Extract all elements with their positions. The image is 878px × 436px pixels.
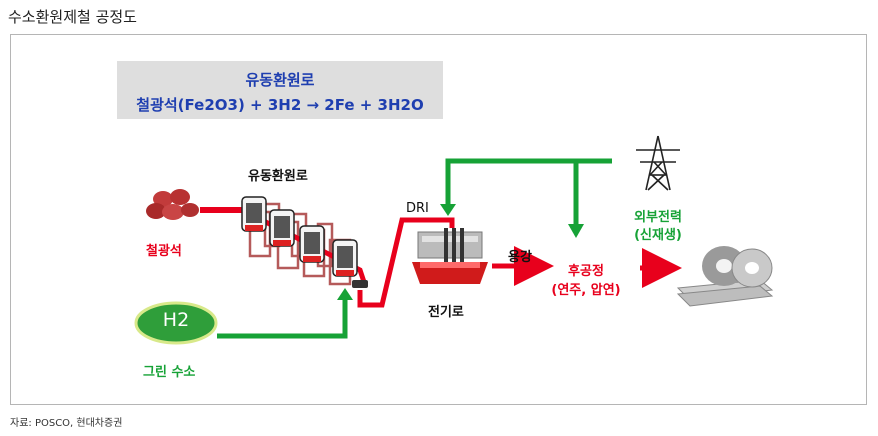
power-tower-icon — [636, 135, 680, 191]
reactor-vessel-3 — [299, 225, 325, 263]
equation-box: 유동환원로 철광석(Fe2O3) + 3H2 → 2Fe + 3H2O — [117, 61, 443, 119]
dri-line — [357, 217, 455, 308]
page-title: 수소환원제철 공정도 — [8, 8, 137, 26]
reduction-equation: 철광석(Fe2O3) + 3H2 → 2Fe + 3H2O — [136, 96, 424, 114]
diagram-frame — [10, 34, 867, 405]
reactor-vessel-1 — [241, 196, 267, 232]
source-note: 자료: POSCO, 현대차증권 — [10, 418, 123, 429]
green-hydrogen-label: 그린 수소 — [143, 365, 196, 380]
external-power-sub-label: (신재생) — [634, 228, 682, 243]
equation-box-title: 유동환원로 — [245, 71, 315, 89]
reactor-label: 유동환원로 — [248, 169, 308, 184]
external-power-label: 외부전력 — [634, 210, 682, 225]
h2-label: H2 — [162, 309, 190, 331]
reactor-vessel-4 — [332, 239, 358, 277]
hydrogen-arrow-head — [337, 288, 353, 300]
reactor-outlet — [352, 280, 368, 288]
hydrogen-line — [217, 296, 348, 339]
iron-ore-label: 철광석 — [146, 244, 182, 259]
power-line-furnace — [445, 158, 612, 206]
dri-label: DRI — [406, 201, 429, 216]
iron-ore-icon — [146, 189, 199, 220]
reactor-vessel-2 — [269, 209, 295, 247]
power-arrow-post — [568, 224, 584, 238]
post-process-sub-label: (연주, 압연) — [551, 283, 621, 298]
post-process-label: 후공정 — [568, 264, 604, 279]
electric-furnace-icon — [412, 228, 488, 284]
steel-coil-icon — [676, 246, 774, 307]
molten-steel-label: 용강 — [508, 250, 532, 265]
power-arrow-furnace — [440, 204, 456, 216]
h2-ellipse — [134, 301, 218, 345]
electric-furnace-label: 전기로 — [428, 305, 464, 320]
